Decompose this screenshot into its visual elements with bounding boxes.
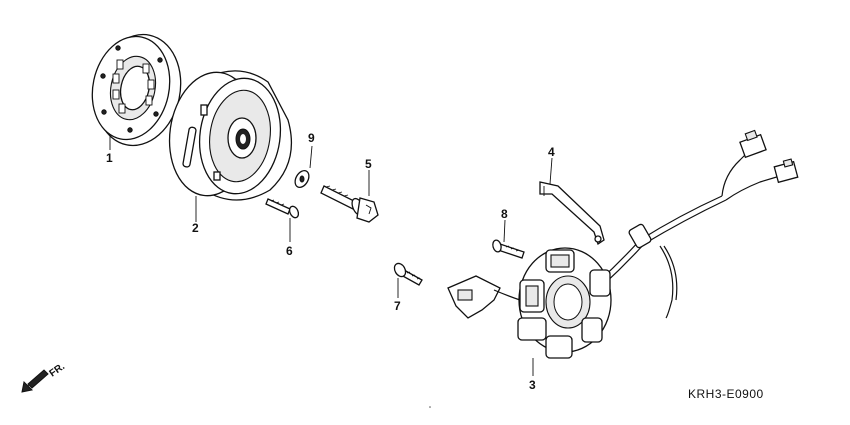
washer-icon[interactable] xyxy=(292,168,311,190)
diagram-code: KRH3-E0900 xyxy=(688,387,764,401)
bolt-icon[interactable] xyxy=(492,239,525,259)
front-direction-label: FR. xyxy=(48,361,68,379)
callout-part-9: 9 xyxy=(308,131,315,145)
bolt-icon[interactable] xyxy=(392,261,423,286)
flywheel-rotor-icon[interactable] xyxy=(162,67,292,201)
callout-part-6: 6 xyxy=(286,244,293,258)
callout-part-8: 8 xyxy=(501,207,508,221)
wire-clamp-icon[interactable] xyxy=(539,181,605,246)
callout-part-1: 1 xyxy=(106,151,113,165)
callout-part-2: 2 xyxy=(192,221,199,235)
stator-coil-icon[interactable] xyxy=(447,129,799,359)
leader-lines xyxy=(109,134,553,376)
callout-part-7: 7 xyxy=(394,299,401,313)
bolt-icon[interactable] xyxy=(265,198,300,219)
callout-part-3: 3 xyxy=(529,378,536,392)
callout-part-5: 5 xyxy=(365,157,372,171)
flange-bolt-icon[interactable] xyxy=(320,185,379,223)
print-speck xyxy=(429,406,431,408)
starter-clutch-ring-icon[interactable] xyxy=(83,26,191,153)
callout-part-4: 4 xyxy=(548,145,555,159)
front-direction-arrow: FR. xyxy=(21,361,68,393)
